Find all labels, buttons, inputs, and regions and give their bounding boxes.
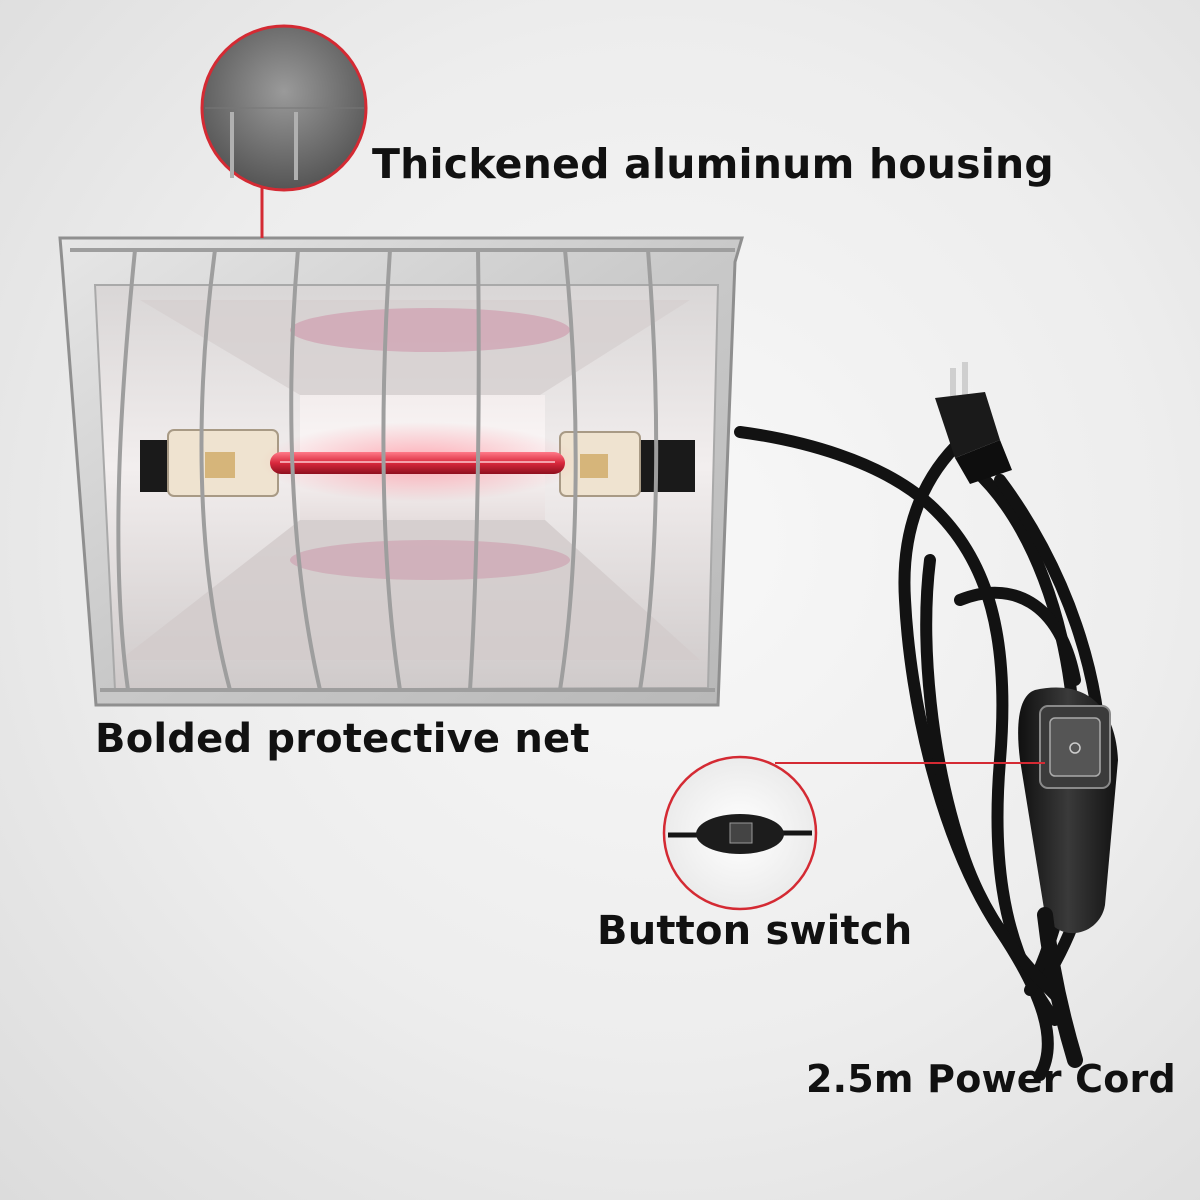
protective-net xyxy=(70,248,735,692)
callout-power-cord: 2.5m Power Cord xyxy=(806,1057,1176,1101)
infrared-lamp xyxy=(140,422,695,502)
zoom-circle-switch xyxy=(662,755,1045,911)
inline-switch xyxy=(1018,687,1118,1068)
plug xyxy=(935,362,1012,484)
callout-button-switch: Button switch xyxy=(597,908,913,954)
callout-protective-net: Bolded protective net xyxy=(95,716,590,762)
callout-housing: Thickened aluminum housing xyxy=(372,140,1054,188)
zoom-circle-housing xyxy=(200,24,368,238)
